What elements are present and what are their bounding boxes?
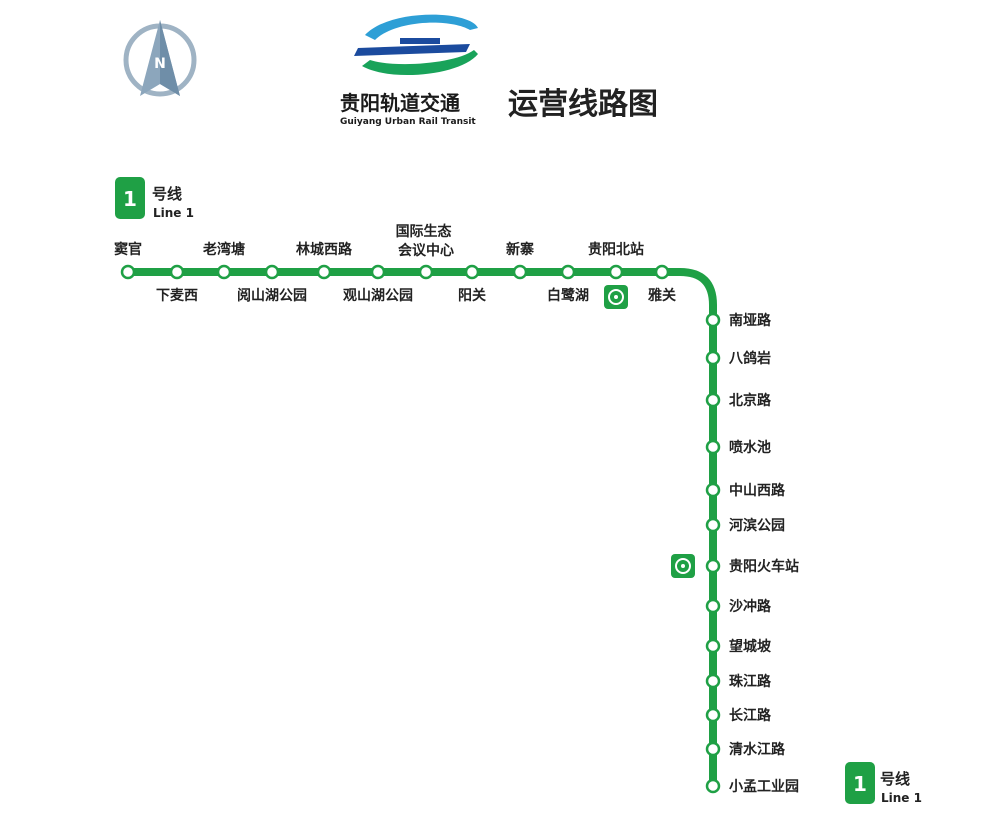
station[interactable]: 小孟工业园 — [705, 778, 799, 795]
station[interactable]: 下麦西 — [156, 264, 198, 304]
station-label: 窦官 — [114, 241, 142, 258]
station[interactable]: 北京路 — [705, 392, 772, 409]
station-label: 清水江路 — [729, 741, 786, 758]
station[interactable]: 国际生态 会议中心 — [396, 223, 457, 280]
station[interactable]: 林城西路 — [296, 241, 353, 280]
station-label: 南垭路 — [729, 312, 772, 329]
station-label: 雅关 — [648, 287, 676, 304]
station-label: 八鸽岩 — [728, 350, 771, 367]
brand-name-en: Guiyang Urban Rail Transit — [340, 117, 476, 127]
station[interactable]: 窦官 — [114, 241, 142, 280]
station[interactable]: 望城坡 — [705, 638, 772, 655]
station[interactable]: 清水江路 — [705, 741, 786, 758]
station-label: 长江路 — [729, 707, 772, 724]
station-label: 林城西路 — [296, 241, 353, 258]
station-label: 贵阳火车站 — [729, 558, 799, 575]
line-1-track — [124, 268, 717, 790]
station[interactable]: 白鹭湖 — [547, 264, 589, 304]
station-label: 国际生态 会议中心 — [396, 223, 457, 259]
station[interactable]: 沙冲路 — [705, 598, 772, 615]
railway-station-icon — [671, 554, 695, 578]
railway-station-icon — [604, 285, 628, 309]
station-label-line2: 会议中心 — [398, 242, 454, 259]
station-label: 下麦西 — [156, 287, 198, 304]
station-label: 喷水池 — [729, 439, 771, 456]
station-label: 白鹭湖 — [547, 287, 589, 304]
station-list: 窦官 下麦西 老湾塘 阅山湖公园 林城西路 观山湖公园 国际生态 会议中心 阳关… — [114, 223, 799, 795]
station-label: 河滨公园 — [729, 517, 785, 534]
station-label: 望城坡 — [729, 638, 772, 655]
station-label: 珠江路 — [729, 673, 772, 690]
line-badge-top: 1 号线 Line 1 — [115, 177, 194, 220]
station-label: 小孟工业园 — [729, 779, 799, 795]
station-label: 新寨 — [506, 241, 535, 258]
station[interactable]: 阳关 — [458, 264, 486, 304]
station[interactable]: 新寨 — [506, 241, 535, 280]
line-name-cn: 号线 — [880, 770, 910, 788]
station-label: 中山西路 — [729, 482, 786, 499]
station[interactable]: 老湾塘 — [203, 241, 245, 280]
station-label: 观山湖公园 — [343, 288, 413, 304]
line-name-cn: 号线 — [152, 185, 182, 203]
station[interactable]: 八鸽岩 — [705, 350, 771, 367]
station[interactable]: 河滨公园 — [705, 517, 785, 534]
line-number: 1 — [853, 772, 867, 796]
station[interactable]: 阅山湖公园 — [237, 264, 307, 304]
station-label: 老湾塘 — [203, 241, 245, 258]
station-label: 阅山湖公园 — [237, 287, 307, 304]
station-label-line1: 国际生态 — [396, 223, 452, 240]
compass-north-label: N — [154, 56, 166, 72]
line-number: 1 — [123, 187, 137, 211]
station-label: 北京路 — [729, 392, 772, 409]
station-label: 贵阳北站 — [588, 241, 644, 258]
station[interactable]: 雅关 — [648, 264, 676, 304]
map-title: 运营线路图 — [508, 87, 658, 122]
brand-logo — [354, 14, 478, 76]
station[interactable]: 贵阳火车站 — [705, 558, 799, 575]
station-label: 阳关 — [458, 287, 486, 304]
station[interactable]: 珠江路 — [705, 673, 772, 690]
station[interactable]: 中山西路 — [705, 482, 786, 499]
station[interactable]: 贵阳北站 — [588, 241, 644, 280]
compass: N — [123, 20, 197, 97]
brand-name-cn: 贵阳轨道交通 — [340, 91, 460, 115]
station[interactable]: 喷水池 — [705, 439, 771, 456]
station[interactable]: 南垭路 — [705, 312, 772, 329]
line-name-en: Line 1 — [881, 791, 922, 805]
station-label: 沙冲路 — [729, 598, 772, 615]
station[interactable]: 观山湖公园 — [343, 264, 413, 304]
line-badge-bottom: 1 号线 Line 1 — [845, 762, 922, 805]
line-name-en: Line 1 — [153, 206, 194, 220]
station[interactable]: 长江路 — [705, 707, 772, 724]
